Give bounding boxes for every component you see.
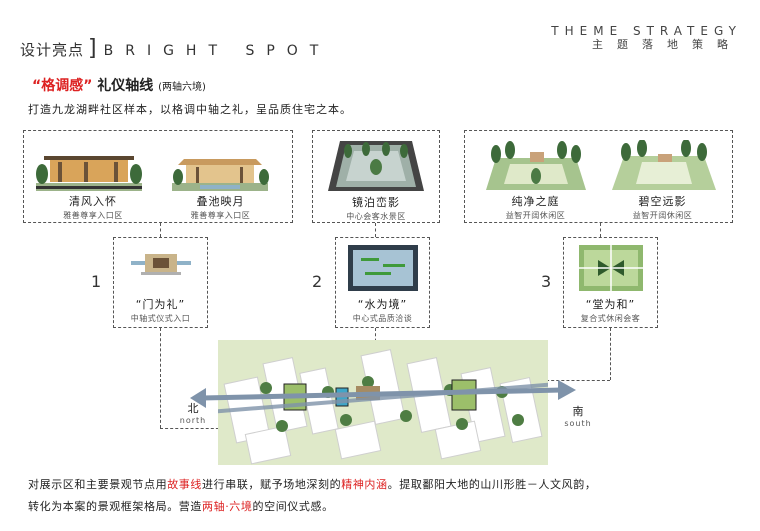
theme-strategy-label: THEME STRATEGY 主题落地策略 (551, 24, 742, 52)
connector-line (610, 328, 611, 380)
scene-label-3: 镜泊峦影 中心会客水景区 (316, 194, 436, 222)
water-scene-box (312, 130, 440, 223)
concept-number-2: 2 (312, 272, 323, 291)
scene-label-2: 叠池映月 雅善尊享入口区 (163, 193, 278, 221)
concept-sub: 中轴式仪式入口 (130, 314, 191, 323)
north-en: north (179, 416, 207, 425)
connector-line (375, 223, 376, 237)
north-label: 北 north (176, 400, 210, 425)
bottom-text-2: 进行串联，赋予场地深刻的 (202, 478, 342, 491)
site-plan (218, 340, 548, 465)
scene-sub: 中心会客水景区 (346, 212, 406, 221)
bottom-text-4: 转化为本案的景观框架格局。营造 (28, 500, 202, 513)
subtitle-paren: (两轴六境) (158, 82, 206, 93)
pavilion-illustration-1 (36, 156, 142, 191)
bottom-highlight-2: 精神内涵 (341, 478, 388, 491)
connector-line (160, 223, 161, 237)
scene-name: 叠池映月 (196, 195, 245, 208)
scene-name: 碧空远影 (638, 195, 687, 208)
section-title: 设计亮点] BRIGHT SPOT (20, 36, 330, 61)
concept-label-1: “门为礼” 中轴式仪式入口 (113, 296, 208, 324)
theme-strategy-cn: 主题落地策略 (592, 38, 742, 51)
section-title-cn: 设计亮点 (20, 41, 85, 59)
concept-name: “水为境” (357, 298, 408, 311)
concept-box-2 (335, 237, 430, 328)
concept-label-2: “水为境” 中心式品质洽谈 (335, 296, 430, 324)
scene-label-5: 碧空远影 益智开阔休闲区 (605, 193, 720, 221)
scene-name: 清风入怀 (69, 195, 117, 208)
hall-diagram-icon (579, 245, 643, 291)
north-cn: 北 (187, 402, 199, 415)
water-diagram-icon (348, 245, 418, 291)
subtitle-quote-open: “ (32, 78, 42, 94)
scene-sub: 益智开阔休闲区 (505, 211, 566, 220)
bottom-text-3: 。提取鄱阳大地的山川形胜－人文风韵， (387, 478, 597, 491)
concept-box-3 (563, 237, 658, 328)
scene-label-4: 纯净之庭 益智开阔休闲区 (478, 193, 593, 221)
gate-diagram-icon (131, 254, 191, 275)
bottom-text-1: 对展示区和主要景观节点用 (28, 478, 168, 491)
concept-name: “门为礼” (135, 298, 186, 311)
concept-sub: 复合式休闲会客 (580, 314, 641, 323)
north-arrow-icon (190, 388, 206, 408)
scene-sub: 雅善尊享入口区 (190, 211, 251, 220)
subtitle: “格调感” 礼仪轴线 (两轴六境) (32, 75, 206, 95)
bottom-description: 对展示区和主要景观节点用故事线进行串联，赋予场地深刻的精神内涵。提取鄱阳大地的山… (28, 474, 748, 518)
subtitle-main: 礼仪轴线 (92, 78, 159, 94)
courtyard-illustration (486, 141, 586, 190)
entrance-scenes-box (23, 130, 293, 223)
bottom-highlight-3: 两轴·六境 (202, 500, 253, 513)
south-cn: 南 (572, 405, 584, 418)
south-label: 南 south (558, 403, 598, 428)
concept-name: “堂为和” (585, 298, 636, 311)
bottom-text-5: 的空间仪式感。 (252, 500, 334, 513)
south-en: south (564, 419, 592, 428)
concept-label-3: “堂为和” 复合式休闲会客 (563, 296, 658, 324)
section-title-en: BRIGHT SPOT (103, 43, 331, 59)
pavilion-illustration-2 (172, 159, 269, 191)
water-mirror-illustration (328, 141, 424, 191)
leisure-scenes-box (464, 130, 733, 223)
concept-sub: 中心式品质洽谈 (352, 314, 413, 323)
bottom-highlight-1: 故事线 (167, 478, 203, 491)
scene-sub: 益智开阔休闲区 (632, 211, 693, 220)
scene-label-1: 清风入怀 雅善尊享入口区 (38, 193, 148, 221)
intro-text: 打造九龙湖畔社区样本，以格调中轴之礼，呈品质住宅之本。 (28, 103, 352, 116)
scene-name: 纯净之庭 (511, 195, 560, 208)
concept-number-1: 1 (91, 272, 102, 291)
theme-strategy-en: THEME STRATEGY (551, 24, 742, 38)
scene-sub: 雅善尊享入口区 (63, 211, 123, 220)
title-divider: ] (88, 36, 98, 61)
subtitle-highlight: 格调感 (41, 78, 84, 94)
connector-line (160, 328, 161, 428)
subtitle-quote-close: ” (83, 78, 93, 94)
south-arrow-icon (558, 380, 576, 400)
scene-name: 镜泊峦影 (352, 196, 400, 209)
concept-number-3: 3 (541, 272, 552, 291)
concept-box-1 (113, 237, 208, 328)
connector-line (600, 223, 601, 237)
north-south-axis (190, 380, 576, 408)
lawn-illustration (612, 140, 716, 190)
